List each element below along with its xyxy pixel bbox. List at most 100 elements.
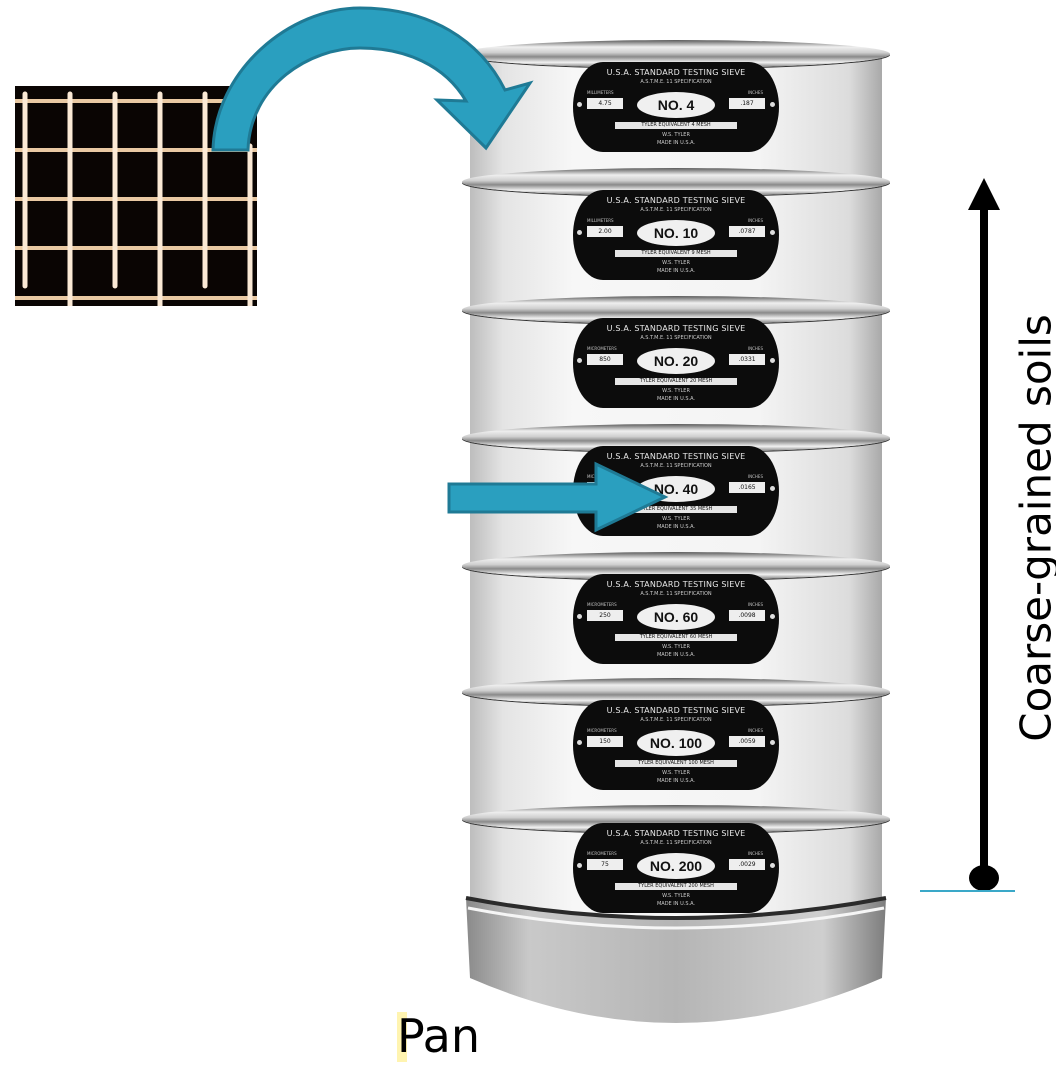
plate-origin: MADE IN U.S.A. <box>656 396 696 402</box>
plate-right-caption: INCHES <box>747 346 763 351</box>
plate-spec: A.S.T.M.E. 11 SPECIFICATION <box>640 207 712 213</box>
sieve-ring: U.S.A. STANDARD TESTING SIEVE A.S.T.M.E. … <box>462 40 890 180</box>
plate-header: U.S.A. STANDARD TESTING SIEVE <box>606 706 746 715</box>
straight-arrow-icon <box>447 461 669 533</box>
plate-equivalent: TYLER EQUIVALENT 4 MESH <box>615 122 737 129</box>
rivet-icon <box>577 230 582 235</box>
plate-origin: MADE IN U.S.A. <box>656 901 696 907</box>
sieve-label-plate: U.S.A. STANDARD TESTING SIEVE A.S.T.M.E. … <box>573 190 779 280</box>
rivet-icon <box>577 358 582 363</box>
plate-left-value: 250 <box>587 610 623 621</box>
plate-equivalent: TYLER EQUIVALENT 9 MESH <box>615 250 737 257</box>
sieve-label-plate: U.S.A. STANDARD TESTING SIEVE A.S.T.M.E. … <box>573 62 779 152</box>
plate-header: U.S.A. STANDARD TESTING SIEVE <box>606 196 746 205</box>
rivet-icon <box>577 102 582 107</box>
plate-maker: W.S. TYLER <box>662 388 690 394</box>
sieve-number: NO. 200 <box>637 853 715 879</box>
plate-equivalent: TYLER EQUIVALENT 60 MESH <box>615 634 737 641</box>
plate-equivalent: TYLER EQUIVALENT 100 MESH <box>615 760 737 767</box>
plate-equivalent: TYLER EQUIVALENT 20 MESH <box>615 378 737 385</box>
plate-maker: W.S. TYLER <box>662 770 690 776</box>
rivet-icon <box>577 740 582 745</box>
plate-origin: MADE IN U.S.A. <box>656 268 696 274</box>
plate-maker: W.S. TYLER <box>662 893 690 899</box>
plate-right-caption: INCHES <box>747 90 763 95</box>
pan-label-highlight <box>397 1012 407 1062</box>
sieve-number: NO. 100 <box>637 730 715 756</box>
plate-origin: MADE IN U.S.A. <box>656 778 696 784</box>
plate-spec: A.S.T.M.E. 11 SPECIFICATION <box>640 335 712 341</box>
sieve-pan <box>462 878 890 1060</box>
rivet-icon <box>577 614 582 619</box>
plate-right-caption: INCHES <box>747 851 763 856</box>
plate-left-caption: MICROMETERS <box>587 728 617 733</box>
plate-right-value: .0059 <box>729 736 765 747</box>
sieve-label-plate: U.S.A. STANDARD TESTING SIEVE A.S.T.M.E. … <box>573 574 779 664</box>
sieve-number: NO. 20 <box>637 348 715 374</box>
rivet-icon <box>577 863 582 868</box>
plate-left-caption: MILLIMETERS <box>587 90 614 95</box>
plate-right-caption: INCHES <box>747 218 763 223</box>
plate-origin: MADE IN U.S.A. <box>656 524 696 530</box>
plate-maker: W.S. TYLER <box>662 644 690 650</box>
plate-right-value: .0165 <box>729 482 765 493</box>
axis-origin-dot <box>969 865 999 891</box>
sieve-number: NO. 4 <box>637 92 715 118</box>
plate-header: U.S.A. STANDARD TESTING SIEVE <box>606 68 746 77</box>
sieve-ring: U.S.A. STANDARD TESTING SIEVE A.S.T.M.E. … <box>462 168 890 308</box>
sieve-label-plate: U.S.A. STANDARD TESTING SIEVE A.S.T.M.E. … <box>573 823 779 913</box>
plate-right-value: .0331 <box>729 354 765 365</box>
plate-left-value: 150 <box>587 736 623 747</box>
axis-arrowhead-icon <box>968 178 1000 210</box>
plate-maker: W.S. TYLER <box>662 132 690 138</box>
plate-left-value: 2.00 <box>587 226 623 237</box>
plate-header: U.S.A. STANDARD TESTING SIEVE <box>606 829 746 838</box>
pan-label: Pan <box>397 1009 481 1063</box>
rivet-icon <box>770 486 775 491</box>
plate-left-caption: MICROMETERS <box>587 851 617 856</box>
plate-spec: A.S.T.M.E. 11 SPECIFICATION <box>640 840 712 846</box>
plate-left-caption: MICROMETERS <box>587 346 617 351</box>
plate-spec: A.S.T.M.E. 11 SPECIFICATION <box>640 717 712 723</box>
plate-left-caption: MICROMETERS <box>587 602 617 607</box>
sieve-ring: U.S.A. STANDARD TESTING SIEVE A.S.T.M.E. … <box>462 678 890 818</box>
plate-spec: A.S.T.M.E. 11 SPECIFICATION <box>640 463 712 469</box>
plate-maker: W.S. TYLER <box>662 260 690 266</box>
plate-right-value: .0787 <box>729 226 765 237</box>
plate-left-value: 4.75 <box>587 98 623 109</box>
plate-spec: A.S.T.M.E. 11 SPECIFICATION <box>640 591 712 597</box>
sieve-ring: U.S.A. STANDARD TESTING SIEVE A.S.T.M.E. … <box>462 552 890 690</box>
plate-right-caption: INCHES <box>747 602 763 607</box>
rivet-icon <box>770 614 775 619</box>
rivet-icon <box>770 740 775 745</box>
plate-origin: MADE IN U.S.A. <box>656 140 696 146</box>
plate-header: U.S.A. STANDARD TESTING SIEVE <box>606 452 746 461</box>
plate-left-value: 850 <box>587 354 623 365</box>
curved-arrow-icon <box>211 6 534 152</box>
plate-equivalent: TYLER EQUIVALENT 35 MESH <box>615 506 737 513</box>
sieve-number: NO. 10 <box>637 220 715 246</box>
axis-label: Coarse-grained soils <box>1011 314 1056 742</box>
plate-right-caption: INCHES <box>747 474 763 479</box>
sieve-ring: U.S.A. STANDARD TESTING SIEVE A.S.T.M.E. … <box>462 805 890 915</box>
rivet-icon <box>770 230 775 235</box>
plate-left-caption: MILLIMETERS <box>587 218 614 223</box>
plate-origin: MADE IN U.S.A. <box>656 652 696 658</box>
plate-left-value: 75 <box>587 859 623 870</box>
plate-right-value: .0098 <box>729 610 765 621</box>
plate-right-value: .187 <box>729 98 765 109</box>
rivet-icon <box>770 102 775 107</box>
plate-header: U.S.A. STANDARD TESTING SIEVE <box>606 580 746 589</box>
plate-spec: A.S.T.M.E. 11 SPECIFICATION <box>640 79 712 85</box>
rivet-icon <box>770 863 775 868</box>
plate-right-caption: INCHES <box>747 728 763 733</box>
sieve-number: NO. 60 <box>637 604 715 630</box>
sieve-label-plate: U.S.A. STANDARD TESTING SIEVE A.S.T.M.E. … <box>573 700 779 790</box>
plate-equivalent: TYLER EQUIVALENT 200 MESH <box>615 883 737 890</box>
rivet-icon <box>770 358 775 363</box>
plate-maker: W.S. TYLER <box>662 516 690 522</box>
